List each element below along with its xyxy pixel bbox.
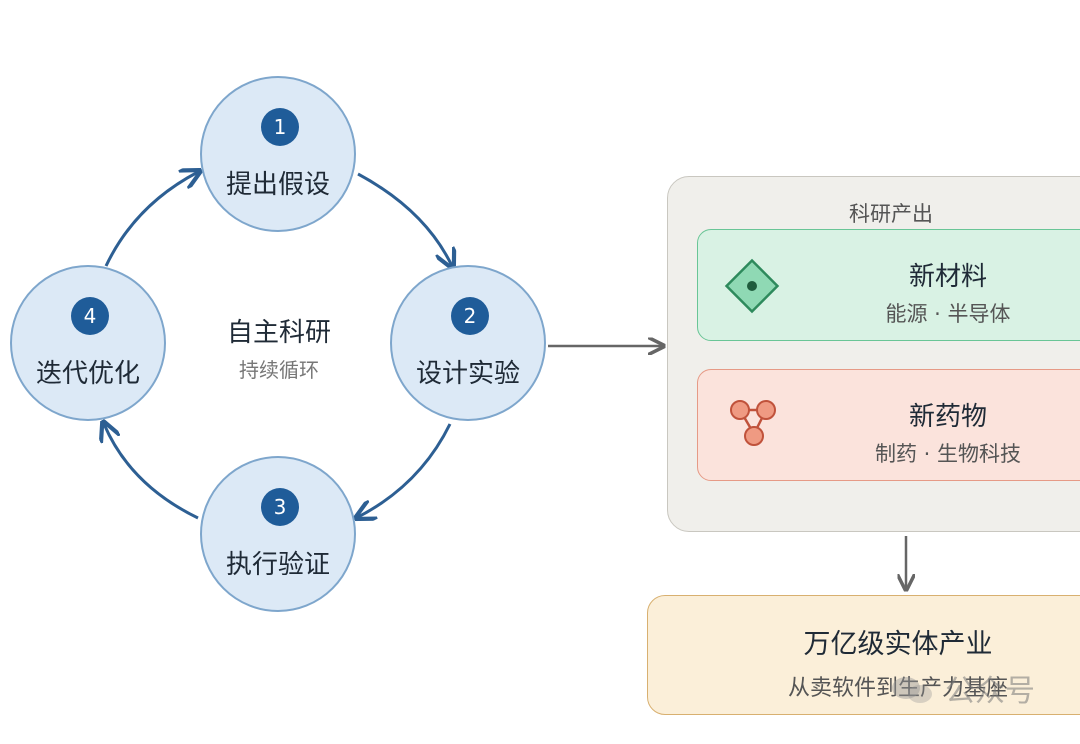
cycle-arrow-2-to-3	[358, 423, 452, 517]
step-node-4: 4 迭代优化	[10, 265, 166, 421]
research-output-title: 科研产出	[849, 202, 933, 226]
industry-subtitle: 从卖软件到生产力基座	[758, 670, 1038, 702]
watermark-text: 公众号	[945, 674, 1035, 709]
step-node-1: 1 提出假设	[200, 76, 356, 232]
materials-title: 新材料	[908, 262, 987, 292]
industry-title: 万亿级实体产业	[803, 629, 993, 660]
step-number-badge: 3	[261, 488, 299, 526]
trillion-industry-box: 万亿级实体产业 从卖软件到生产力基座	[647, 595, 1080, 715]
molecule-icon	[730, 400, 776, 446]
materials-subtitle: 能源 · 半导体	[885, 302, 1011, 326]
cycle-center-subtitle: 持续循环	[239, 358, 319, 382]
drugs-subtitle: 制药 · 生物科技	[874, 442, 1022, 466]
drugs-title: 新药物	[908, 402, 987, 432]
step-number-badge: 4	[71, 297, 109, 335]
step-label: 迭代优化	[35, 359, 140, 389]
step-number-badge: 2	[451, 297, 489, 335]
new-drugs-card: 新药物 制药 · 生物科技	[697, 369, 1080, 481]
step-label: 提出假设	[225, 170, 330, 200]
cycle-center-title: 自主科研	[226, 318, 331, 348]
step-label: 设计实验	[415, 359, 520, 389]
cycle-arrow-4-to-1	[104, 172, 198, 267]
new-materials-card: 新材料 能源 · 半导体	[697, 229, 1080, 341]
step-node-2: 2 设计实验	[390, 265, 546, 421]
step-number-badge: 1	[261, 108, 299, 146]
step-node-3: 3 执行验证	[200, 456, 356, 612]
diamond-icon	[724, 258, 780, 314]
wechat-icon	[892, 677, 932, 703]
step-label: 执行验证	[225, 550, 330, 580]
cycle-arrow-3-to-4	[104, 424, 199, 520]
cycle-arrow-1-to-2	[357, 172, 452, 266]
